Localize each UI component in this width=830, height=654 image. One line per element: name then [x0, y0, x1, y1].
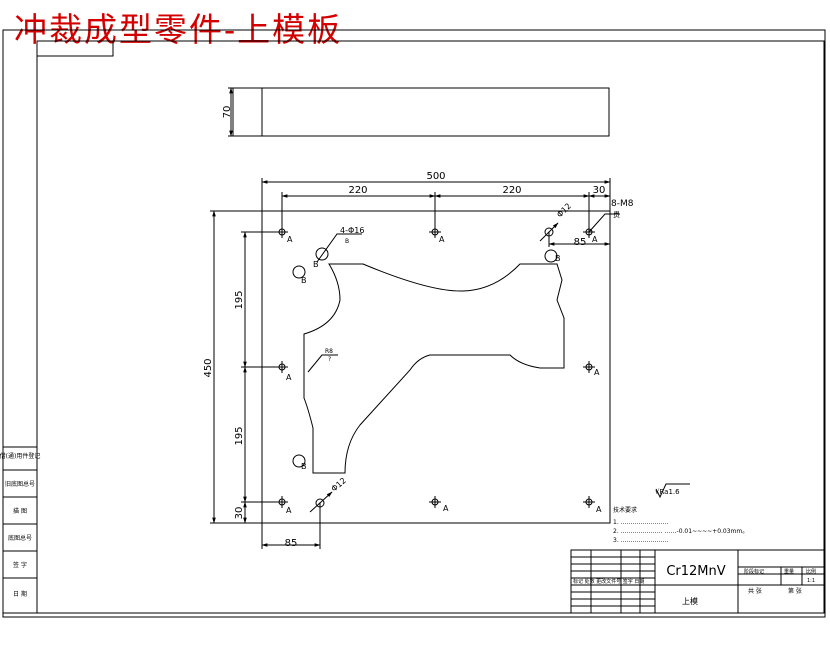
hole-label-a: A — [594, 368, 600, 377]
notes-heading: 技术要求 — [613, 506, 637, 514]
radius-callout-2: ? — [328, 356, 331, 363]
dim-right-offset: 30 — [593, 185, 606, 196]
dia-lower: Φ12 — [330, 476, 348, 493]
part-name: 上模 — [682, 596, 698, 606]
notes-line-2: 2. ………………… ……-0.01~~~~+0.03mm。 — [613, 528, 748, 535]
pin-callout-2: B — [345, 238, 349, 245]
corner-box — [36, 40, 114, 57]
inner-border — [36, 40, 825, 614]
dim-spacing-right: 220 — [502, 185, 521, 196]
dim-upper-span: 195 — [234, 290, 245, 309]
dim-overall-width: 500 — [426, 171, 445, 182]
dim-pin-offset-right: 85 — [574, 237, 587, 248]
pin-hole-b2 — [315, 247, 329, 261]
pin-hole-b4 — [292, 454, 306, 468]
hole-label-a: A — [592, 235, 598, 244]
hole-label-a: A — [596, 505, 602, 514]
scale-header: 比例 — [806, 568, 816, 575]
hole-label-b: B — [301, 276, 307, 285]
hole-label-b: B — [313, 260, 319, 269]
hole-label-b: B — [301, 462, 307, 471]
side-table — [2, 446, 38, 614]
cavity-profile — [303, 263, 565, 474]
change-header: 标记 处数 更改文件号 签字 日期 — [573, 578, 644, 585]
hole-label-a: A — [443, 504, 449, 513]
thread-callout-2: 贯 — [613, 211, 620, 219]
outer-border — [2, 29, 826, 618]
dim-thickness: 70 — [222, 106, 233, 119]
dim-overall-height: 450 — [203, 358, 214, 377]
dim-bottom-offset: 30 — [234, 507, 245, 520]
hole-label-a: A — [439, 235, 445, 244]
sheet-no: 第 张 — [788, 587, 802, 595]
radius-callout: R8 — [325, 348, 333, 355]
side-view-plate — [232, 87, 610, 137]
thread-callout: 8-M8 — [611, 199, 634, 209]
sheet-total: 共 张 — [748, 587, 762, 595]
title-block — [570, 549, 825, 614]
roughness-symbol: √Ra1.6 — [655, 488, 680, 496]
thread-holes-a — [276, 226, 595, 508]
side-table-row: 底图总号 — [8, 534, 32, 542]
dia-upper: Φ12 — [555, 201, 573, 219]
notes-line-1: 1. …………………… — [613, 519, 669, 526]
side-table-row: 借(通)用件登记 — [0, 452, 40, 460]
side-table-row: 签 字 — [13, 561, 27, 569]
pin-callout: 4-Φ16 — [340, 226, 364, 235]
side-table-row: 描 图 — [13, 507, 27, 515]
notes-line-3: 3. …………………… — [613, 537, 669, 544]
material-label: Cr12MnV — [666, 564, 725, 579]
scale-value: 1:1 — [807, 578, 815, 584]
weight-header: 重量 — [784, 568, 794, 575]
dim-lower-span: 195 — [234, 426, 245, 445]
hole-label-a: A — [286, 373, 292, 382]
stage-header: 阶段标记 — [744, 568, 764, 575]
hole-label-b: B — [555, 254, 561, 263]
hole-label-a: A — [286, 506, 292, 515]
side-table-row: 日 期 — [13, 590, 27, 598]
pin-hole-b1 — [292, 265, 306, 279]
hole-label-a: A — [287, 235, 293, 244]
dim-spacing-left: 220 — [348, 185, 367, 196]
dim-pin-offset-bottom: 85 — [285, 538, 298, 549]
side-table-row: 旧底图总号 — [5, 480, 35, 488]
pin-hole-b3 — [544, 249, 558, 263]
